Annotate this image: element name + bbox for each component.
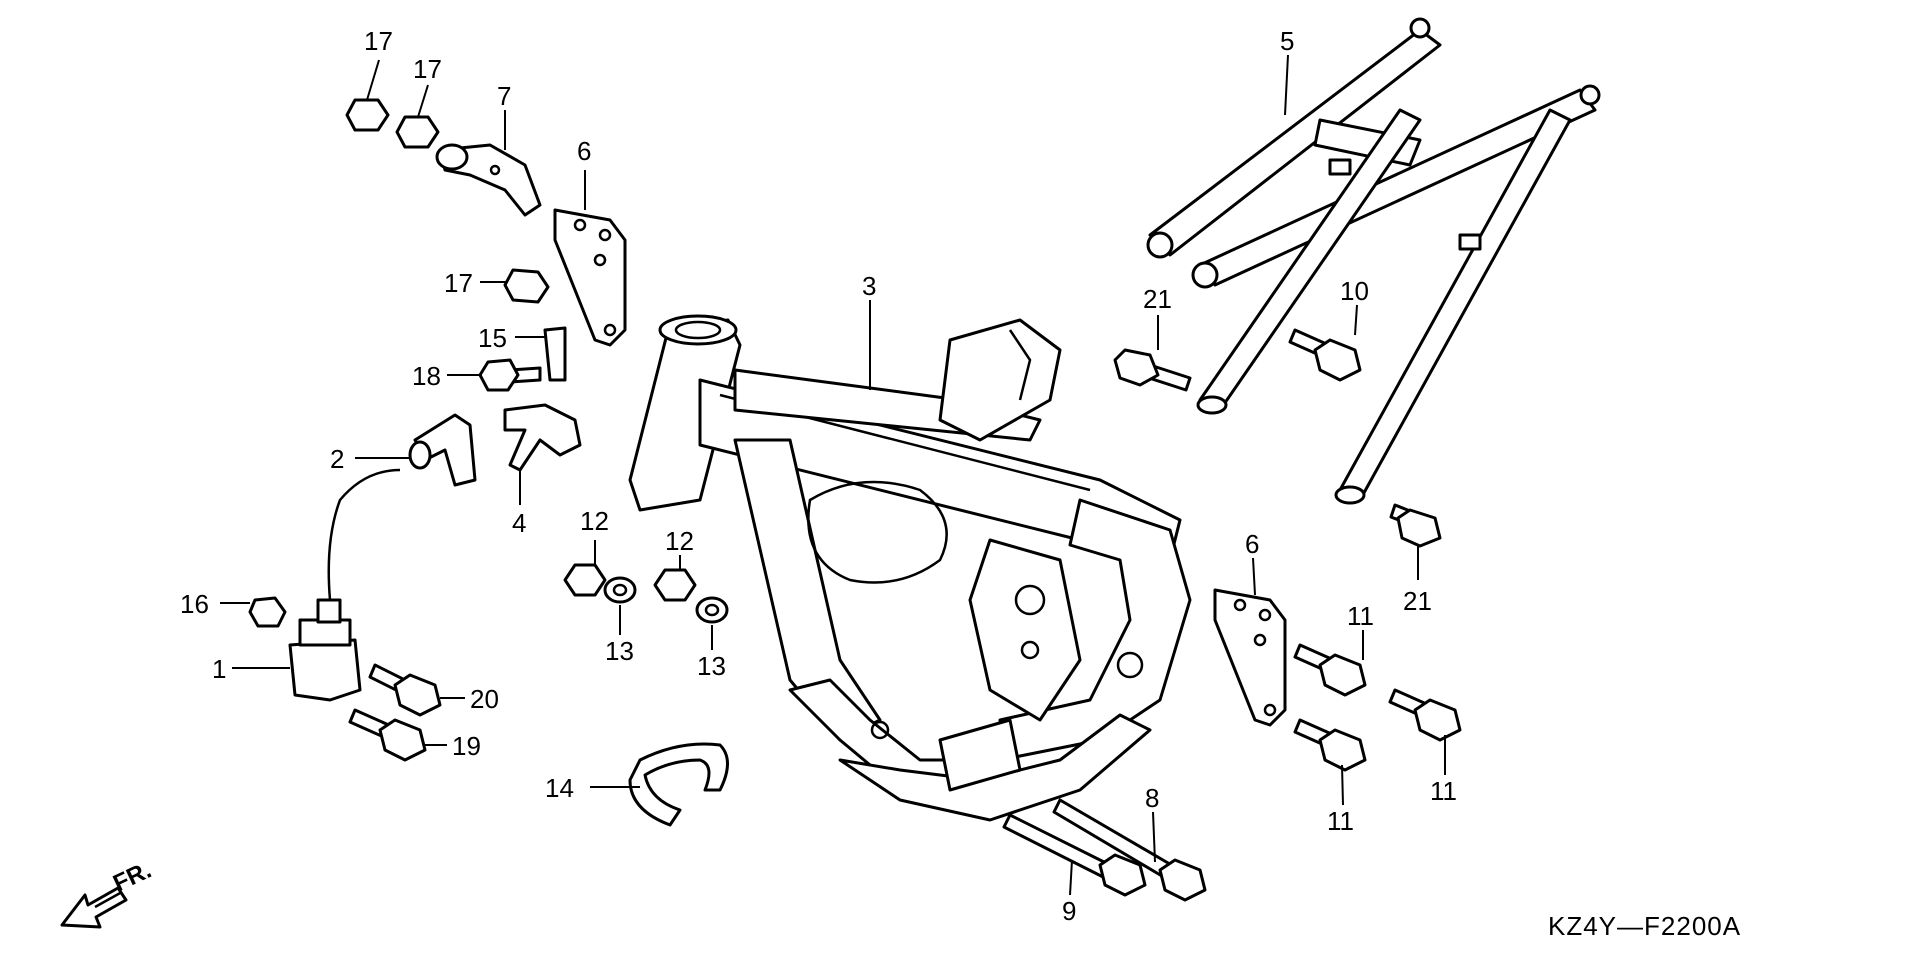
- label-12b: 12: [665, 526, 694, 556]
- main-frame-part-3: [628, 314, 1192, 822]
- label-18: 18: [412, 361, 441, 391]
- label-9: 9: [1062, 896, 1076, 926]
- label-11c: 11: [1430, 776, 1457, 806]
- subframe-part-5: [1146, 17, 1601, 505]
- label-11b: 11: [1327, 806, 1354, 836]
- label-15: 15: [478, 323, 507, 353]
- label-20: 20: [470, 684, 499, 714]
- label-17c: 17: [444, 268, 473, 298]
- plug-cap-part-2: [408, 413, 477, 487]
- label-4: 4: [512, 508, 526, 538]
- leader-lines: [220, 54, 1446, 896]
- label-5: 5: [1280, 26, 1294, 56]
- label-17b: 17: [413, 54, 442, 84]
- label-21b: 21: [1403, 586, 1432, 616]
- front-direction-arrow: FR.: [60, 857, 156, 929]
- bracket-part-4: [503, 403, 582, 472]
- label-10: 10: [1340, 276, 1369, 306]
- label-19: 19: [452, 731, 481, 761]
- label-11a: 11: [1347, 601, 1374, 631]
- band-part-14: [628, 742, 729, 827]
- engine-hanger-part-6-left: [553, 208, 627, 347]
- label-3: 3: [862, 271, 876, 301]
- label-1: 1: [212, 654, 226, 684]
- engine-hanger-part-6-right: [1213, 588, 1287, 727]
- label-17a: 17: [364, 26, 393, 56]
- diagram-code: KZ4Y—F2200A: [1548, 911, 1741, 941]
- label-16: 16: [180, 589, 209, 619]
- label-13a: 13: [605, 636, 634, 666]
- label-14: 14: [545, 773, 574, 803]
- label-8: 8: [1145, 783, 1159, 813]
- fasteners: [248, 98, 1462, 902]
- part-labels: 1 2 3 4 5 6 6 7 8 9 10 11 11 11 11 12 12…: [180, 26, 1457, 926]
- clip-part-15: [543, 326, 567, 382]
- label-21a: 21: [1143, 284, 1172, 314]
- label-7: 7: [497, 81, 511, 111]
- label-6b: 6: [1245, 529, 1259, 559]
- label-13b: 13: [697, 651, 726, 681]
- ignition-coil-part-1: [288, 468, 401, 702]
- label-2: 2: [330, 444, 344, 474]
- label-12a: 12: [580, 506, 609, 536]
- label-6a: 6: [577, 136, 591, 166]
